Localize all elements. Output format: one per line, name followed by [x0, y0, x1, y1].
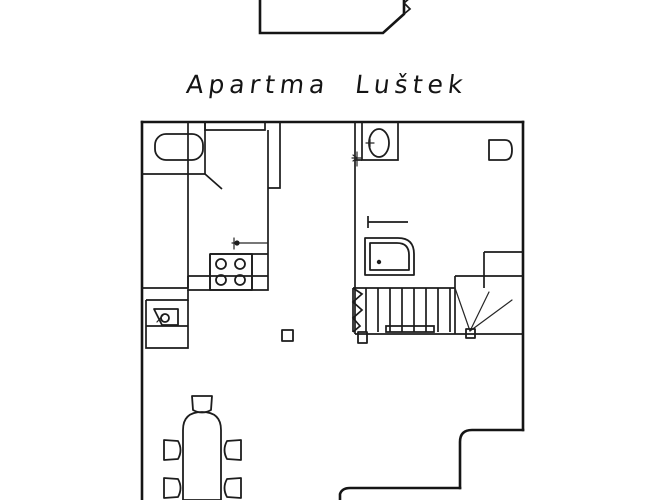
interior-walls — [142, 122, 523, 349]
dining-chairs-fixture — [163, 395, 242, 499]
outer-walls — [140, 120, 525, 500]
staircase-fixture — [351, 287, 513, 344]
corner-shower-fixture — [364, 237, 415, 276]
toilet-upper-fixture — [351, 128, 390, 167]
kitchen-tap-icon — [231, 237, 269, 250]
washbasin-fixture — [153, 308, 179, 326]
balcony-fragment — [258, 0, 412, 35]
bathtub-fixture — [154, 133, 204, 161]
toilet-right-fixture — [488, 139, 513, 161]
stove-fixture — [209, 253, 253, 291]
dining-table-fixture — [182, 411, 222, 500]
column-fixture — [281, 329, 294, 342]
